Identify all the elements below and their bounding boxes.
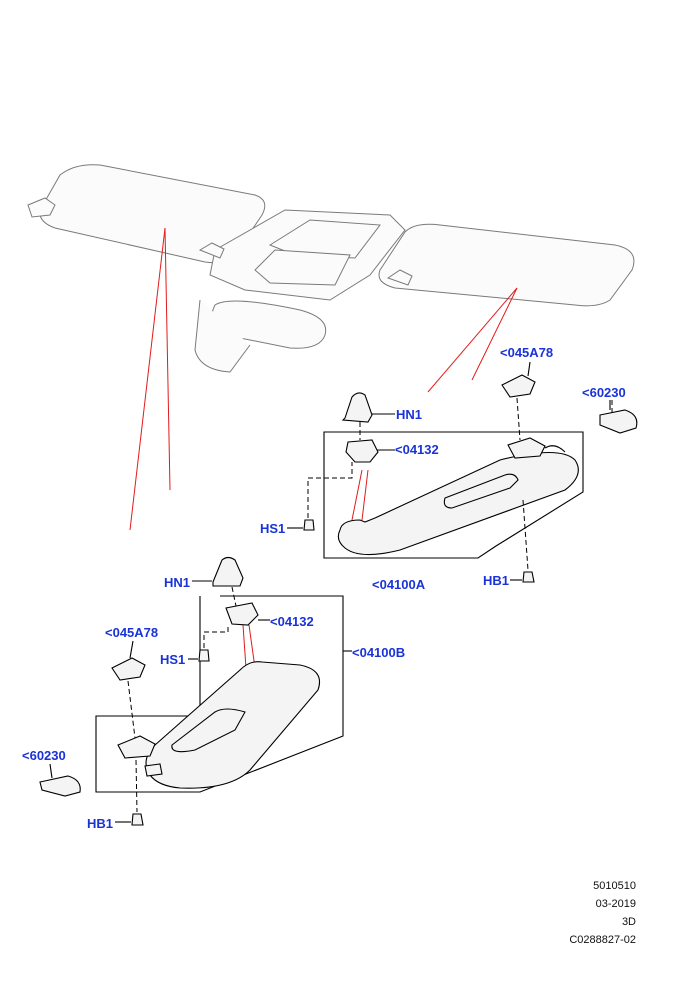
lower-dash-hinge (231, 586, 237, 607)
upper-wire (544, 445, 566, 453)
callout-60230-lower: <60230 (22, 748, 66, 763)
mirror-mount (194, 299, 251, 373)
lower-clip-045a78 (111, 657, 146, 681)
upper-clip-base (507, 437, 546, 459)
callout-60230-upper: <60230 (582, 385, 626, 400)
leader-045a78-upper (527, 361, 531, 377)
bracket-04100a (323, 431, 584, 559)
callout-hb1-upper: HB1 (483, 573, 510, 588)
drawing-view: 3D (621, 916, 636, 928)
lower-hinge-hn1 (212, 556, 244, 587)
lower-visor-mirror (171, 708, 246, 753)
upper-dash-hb1 (522, 499, 529, 571)
upper-clip-045a78 (501, 374, 536, 398)
upper-visor-assembly (287, 361, 638, 583)
drawing-reference: C0288827-02 (569, 934, 636, 946)
upper-cover-60230 (599, 409, 638, 434)
console-panel-lower (254, 249, 351, 286)
lower-dash-clip (127, 680, 136, 739)
callout-hs1-lower: HS1 (160, 652, 186, 667)
red-leaders (129, 227, 518, 669)
callout-045a78-upper: <045A78 (500, 345, 554, 360)
upper-dash-hs1 (307, 462, 353, 518)
left-visor-hinge-overview (27, 197, 56, 218)
callout-hb1-lower: HB1 (87, 816, 114, 831)
callout-04100b: <04100B (352, 645, 406, 660)
upper-hinge-hn1 (341, 392, 373, 423)
callout-04132-lower: <04132 (270, 614, 314, 629)
lower-screw-hs1 (198, 649, 210, 662)
callout-04132-upper: <04132 (395, 442, 439, 457)
callout-045a78-lower: <045A78 (105, 625, 159, 640)
drawing-code: 5010510 (593, 880, 636, 892)
drawing-date: 03-2019 (595, 898, 636, 910)
lower-pivot-04132 (225, 602, 259, 626)
callout-hn1-upper: HN1 (396, 407, 423, 422)
lower-dash-hs1 (203, 624, 229, 648)
leader-60230-lower (49, 763, 53, 779)
headliner-overview (27, 164, 635, 373)
right-visor-clip-overview (386, 269, 413, 286)
leader-045a78-lower (129, 640, 134, 659)
callout-04100a: <04100A (372, 577, 426, 592)
lower-cover-60230 (39, 775, 81, 797)
upper-dash-clip (516, 397, 521, 441)
lower-dash-hb1 (135, 759, 138, 813)
upper-visor-mirror (443, 473, 519, 509)
callout-hs1-upper: HS1 (260, 521, 286, 536)
right-visor-overview (378, 223, 635, 307)
upper-screw-hb1 (522, 571, 535, 583)
callout-hn1-lower: HN1 (164, 575, 191, 590)
upper-screw-hs1 (303, 519, 315, 531)
lower-screw-hb1 (131, 813, 144, 826)
lower-clip-base (117, 735, 156, 759)
lower-plug (144, 763, 163, 777)
bracket-04100b (95, 595, 344, 793)
left-visor-clip-overview (198, 242, 225, 259)
lower-visor-assembly (39, 556, 352, 826)
upper-pivot-04132 (345, 439, 379, 463)
